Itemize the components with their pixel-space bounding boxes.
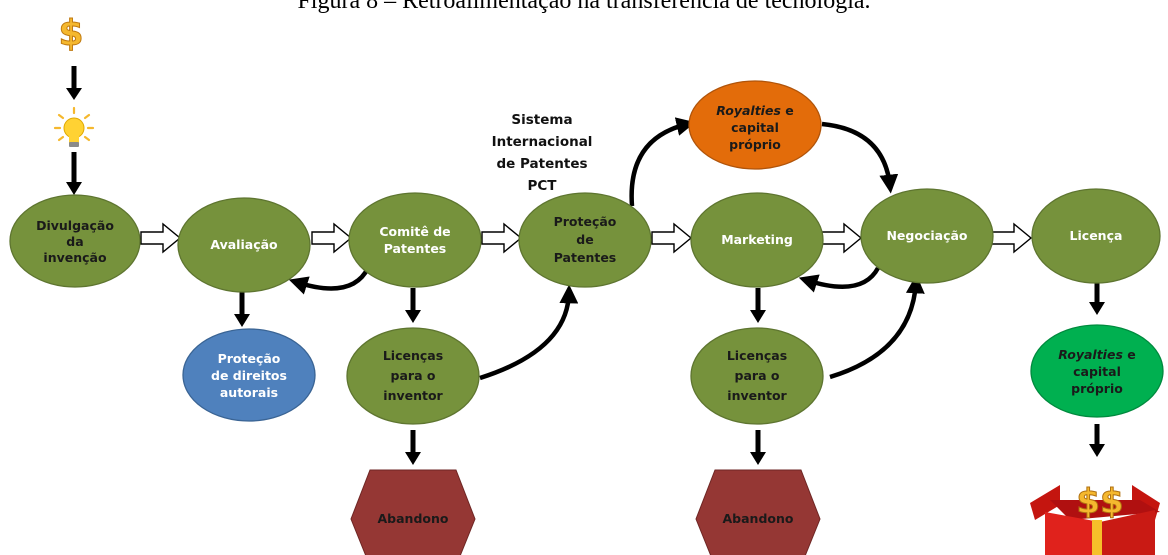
- flow-arrow-protecao-marketing: [651, 222, 693, 254]
- node-negociacao: [860, 188, 994, 284]
- node-divulgacao: [9, 194, 141, 288]
- svg-text:autorais: autorais: [220, 385, 278, 400]
- label-royalties-bottom: Royalties e capital próprio: [1058, 347, 1135, 396]
- svg-text:da: da: [66, 234, 83, 249]
- svg-text:capital: capital: [1073, 364, 1121, 379]
- svg-text:para o: para o: [391, 368, 436, 383]
- down-arrow-licencas1-abandono1: [405, 430, 421, 465]
- svg-text:para o: para o: [735, 368, 780, 383]
- svg-text:Licenças: Licenças: [727, 348, 787, 363]
- flow-arrow-comite-protecao: [481, 222, 523, 254]
- down-arrow-marketing-licencas2: [750, 288, 766, 323]
- svg-text:Patentes: Patentes: [384, 241, 447, 256]
- svg-text:Licenças: Licenças: [383, 348, 443, 363]
- sistema-internacional-label: Sistema Internacional de Patentes PCT: [492, 112, 593, 194]
- gift-box-dollars: $$: [1076, 482, 1123, 522]
- svg-text:capital: capital: [731, 120, 779, 135]
- node-licenca: [1031, 188, 1161, 284]
- svg-text:inventor: inventor: [727, 388, 787, 403]
- flow-arrow-marketing-negociacao: [821, 222, 863, 254]
- label-protecao-direitos: Proteção de direitos autorais: [211, 351, 287, 400]
- label-licencas-inventor-2: Licenças para o inventor: [727, 348, 788, 403]
- svg-text:de Patentes: de Patentes: [496, 156, 587, 172]
- label-negociacao: Negociação: [886, 228, 967, 243]
- node-licencas-inventor-2: [690, 327, 824, 425]
- label-royalties-top: Royalties e capital próprio: [716, 103, 793, 152]
- label-protecao-patentes: Proteção de Patentes: [554, 214, 617, 265]
- svg-text:Royalties e: Royalties e: [716, 103, 793, 118]
- dollar-icon: $: [58, 13, 83, 54]
- node-comite: [348, 192, 482, 288]
- svg-text:Internacional: Internacional: [492, 134, 593, 150]
- label-licencas-inventor-1: Licenças para o inventor: [383, 348, 444, 403]
- curve-arrow-royalties-negociacao: [821, 121, 899, 194]
- label-comite: Comitê de Patentes: [379, 224, 450, 256]
- svg-text:próprio: próprio: [1071, 381, 1123, 396]
- flow-arrow-negociacao-licenca: [991, 222, 1033, 254]
- svg-text:próprio: próprio: [729, 137, 781, 152]
- gift-box-dollars-icon: $$: [1030, 482, 1160, 555]
- return-arrow-comite-avaliacao: [288, 266, 371, 295]
- svg-text:PCT: PCT: [527, 178, 557, 194]
- svg-text:inventor: inventor: [383, 388, 443, 403]
- svg-text:de: de: [576, 232, 593, 247]
- svg-text:de direitos: de direitos: [211, 368, 287, 383]
- down-arrow-comite-licencas1: [405, 288, 421, 323]
- lightbulb-icon: [53, 106, 95, 147]
- down-arrow-avaliacao-direitos: [234, 292, 250, 327]
- label-abandono-1: Abandono: [378, 511, 449, 526]
- label-divulgacao: Divulgação da invenção: [36, 218, 114, 265]
- curve-arrow-licencas2-negociacao: [829, 274, 925, 380]
- curve-arrow-protecao-royalties: [629, 117, 696, 207]
- flow-arrow-divulgacao-avaliacao: [140, 222, 182, 254]
- svg-text:Patentes: Patentes: [554, 250, 617, 265]
- node-protecao-direitos: [182, 328, 316, 422]
- svg-text:invenção: invenção: [43, 250, 107, 265]
- label-avaliacao: Avaliação: [210, 237, 278, 252]
- node-marketing: [690, 192, 824, 288]
- return-arrow-negociacao-marketing: [798, 266, 880, 293]
- down-arrow-bulb-divulgacao: [66, 152, 82, 195]
- label-licenca: Licença: [1070, 228, 1123, 243]
- svg-text:Proteção: Proteção: [554, 214, 617, 229]
- svg-text:Royalties e: Royalties e: [1058, 347, 1135, 362]
- svg-text:Divulgação: Divulgação: [36, 218, 114, 233]
- down-arrow-royalties-gift: [1089, 424, 1105, 457]
- node-abandono-1: [350, 469, 476, 555]
- down-arrow-licenca-royalties: [1089, 282, 1105, 315]
- figure-caption: Figura 8 – Retroalimentação na transferê…: [297, 0, 871, 14]
- flow-arrow-avaliacao-comite: [311, 222, 353, 254]
- label-abandono-2: Abandono: [723, 511, 794, 526]
- svg-text:Proteção: Proteção: [218, 351, 281, 366]
- curve-arrow-licencas1-protecao: [479, 284, 579, 381]
- node-abandono-2: [695, 469, 821, 555]
- down-arrow-licencas2-abandono2: [750, 430, 766, 465]
- down-arrow-dollar-bulb: [66, 66, 82, 100]
- label-marketing: Marketing: [721, 232, 793, 247]
- svg-text:Comitê de: Comitê de: [379, 224, 450, 239]
- node-royalties-bottom: [1030, 324, 1164, 418]
- node-protecao-patentes: [518, 192, 652, 288]
- svg-text:Sistema: Sistema: [511, 112, 572, 128]
- node-royalties-top: [688, 80, 822, 170]
- node-licencas-inventor-1: [346, 327, 480, 425]
- node-avaliacao: [177, 197, 311, 293]
